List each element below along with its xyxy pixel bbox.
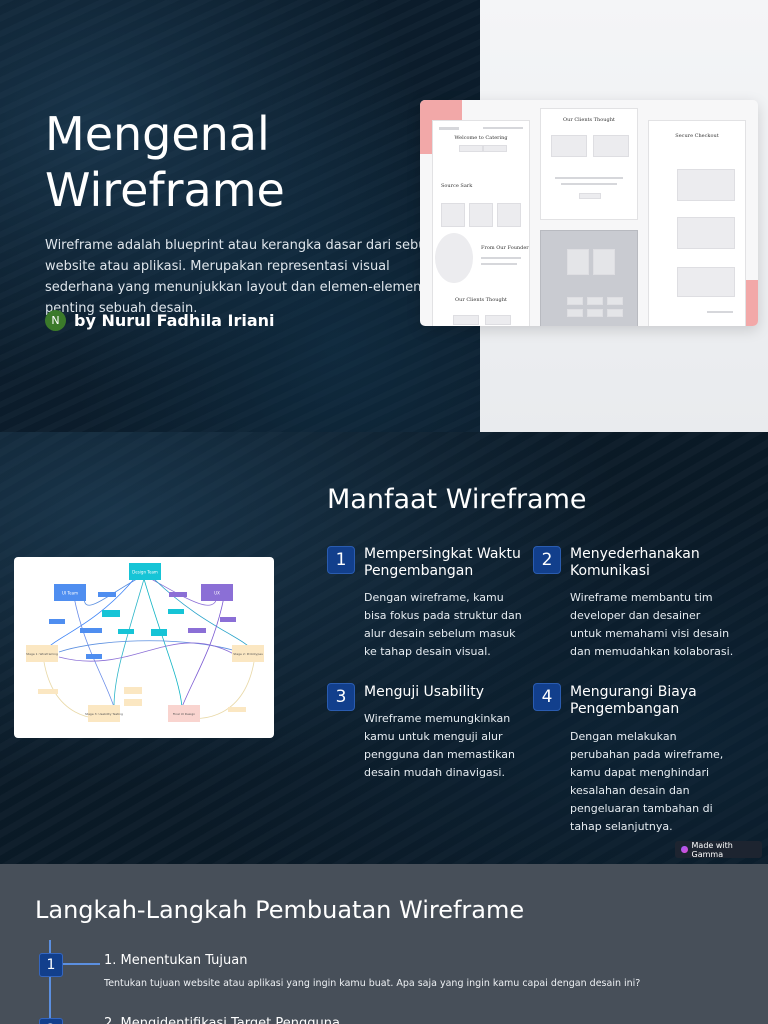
step-number-badge: 2	[39, 1018, 63, 1024]
step-title: 2. Mengidentifikasi Target Pengguna	[104, 1016, 340, 1024]
wireframe-mockup-image: Welcome to Catering Source Sark From Our…	[420, 100, 758, 326]
feature-title: Mempersingkat Waktu Pengembangan	[364, 546, 521, 579]
step-title: 1. Menentukan Tujuan	[104, 953, 248, 968]
timeline-line	[49, 940, 51, 1024]
mockup-page-home: Welcome to Catering Source Sark From Our…	[432, 120, 530, 326]
feature-title: Mengurangi Biaya Pengembangan	[570, 684, 697, 717]
feature-description: Dengan melakukan perubahan pada wirefram…	[570, 730, 724, 833]
feature-item: 4 Mengurangi Biaya Pengembangan Dengan m…	[533, 683, 738, 843]
diagram-node-label: Stage 2: Prototypes	[233, 652, 263, 656]
mockup-page-checkout: Secure Checkout	[648, 120, 746, 326]
author-name: by Nurul Fadhila Iriani	[74, 311, 275, 330]
diagram-node-label: Stage 1: Wireframing	[26, 652, 58, 656]
feature-description: Dengan wireframe, kamu bisa fokus pada s…	[364, 591, 522, 658]
feature-title: Menguji Usability	[364, 684, 485, 700]
slide-title: Langkah-Langkah Pembuatan Wireframe	[35, 896, 525, 924]
slide-description: Wireframe adalah blueprint atau kerangka…	[45, 238, 443, 316]
feature-number-badge: 1	[327, 546, 355, 574]
workflow-diagram-image: Design Team UI Team UX Stage 1: Wirefram…	[14, 557, 274, 738]
mockup-heading: From Our Founder	[481, 245, 529, 251]
diagram-node-label: UX	[214, 591, 220, 596]
step-description: Tentukan tujuan website atau aplikasi ya…	[104, 978, 641, 989]
slide-benefits: Manfaat Wireframe Design Team UI Team	[0, 432, 768, 864]
slide-title: Mengenal Wireframe	[45, 107, 285, 217]
mockup-heading: Source Sark	[441, 183, 473, 189]
mockup-page-testimonials: Our Clients Thought	[540, 108, 638, 220]
feature-item: 1 Mempersingkat Waktu Pengembangan Denga…	[327, 546, 527, 686]
slide-title: Manfaat Wireframe	[327, 484, 587, 515]
dark-texture-background	[0, 0, 480, 432]
mockup-page-wireframe-grey	[540, 230, 638, 326]
feature-number-badge: 4	[533, 683, 561, 711]
feature-description: Wireframe memungkinkan kamu untuk menguj…	[364, 712, 515, 779]
mockup-heading: Our Clients Thought	[455, 297, 507, 303]
slide-intro: Mengenal Wireframe Wireframe adalah blue…	[0, 0, 768, 432]
workflow-diagram: Design Team UI Team UX Stage 1: Wirefram…	[26, 563, 264, 722]
pink-accent-block	[744, 280, 758, 326]
diagram-node-label: Final UI Design	[173, 712, 195, 716]
mockup-heading: Our Clients Thought	[563, 117, 615, 123]
feature-title: Menyederhanakan Komunikasi	[570, 546, 700, 579]
avatar: N	[45, 310, 66, 331]
diagram-node-label: Stage 3: Usability Testing	[85, 712, 123, 716]
feature-number-badge: 3	[327, 683, 355, 711]
gamma-logo-icon	[681, 846, 688, 853]
feature-item: 3 Menguji Usability Wireframe memungkink…	[327, 683, 527, 803]
timeline-connector	[60, 963, 100, 965]
author-byline: N by Nurul Fadhila Iriani	[45, 310, 275, 331]
step-number-badge: 1	[39, 953, 63, 977]
mockup-heading: Welcome to Catering	[454, 135, 508, 141]
badge-label: Made with Gamma	[691, 840, 733, 859]
diagram-node-label: UI Team	[62, 591, 78, 596]
feature-item: 2 Menyederhanakan Komunikasi Wireframe m…	[533, 546, 738, 686]
diagram-node-label: Design Team	[132, 570, 158, 575]
made-with-gamma-badge[interactable]: Made with Gamma	[675, 840, 762, 859]
mockup-heading: Secure Checkout	[675, 133, 719, 139]
slide-steps: Langkah-Langkah Pembuatan Wireframe 1 1.…	[0, 864, 768, 1024]
feature-number-badge: 2	[533, 546, 561, 574]
feature-description: Wireframe membantu tim developer dan des…	[570, 591, 734, 658]
